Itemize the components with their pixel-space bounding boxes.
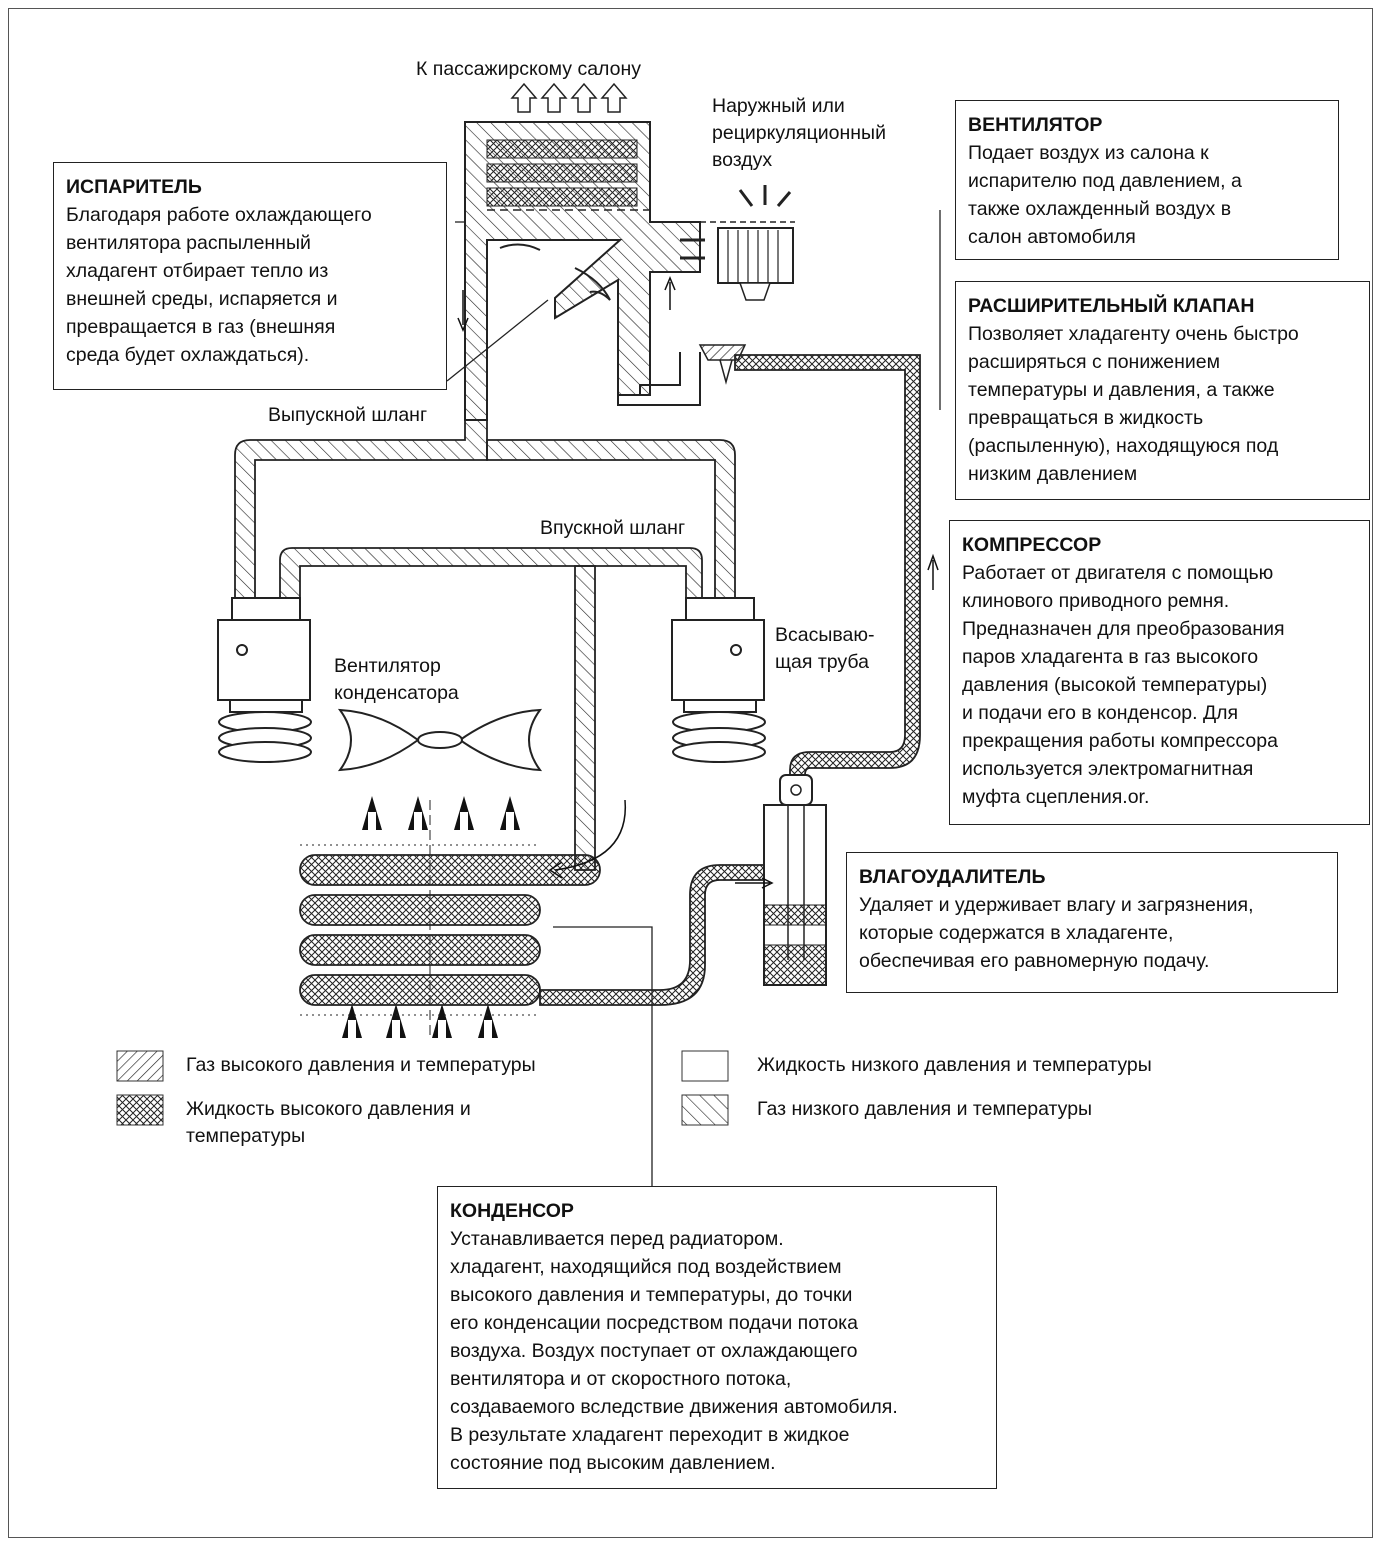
evaporator-unit — [464, 121, 701, 421]
expansion-valve-callout: РАСШИРИТЕЛЬНЫЙ КЛАПАН Позволяет хладаген… — [955, 281, 1370, 500]
compressor-callout: КОМПРЕССОР Работает от двигателя с помощ… — [949, 520, 1370, 825]
expansion-valve-description: Позволяет хладагенту очень быстро расшир… — [968, 323, 1299, 485]
high-pressure-liquid-line — [539, 354, 921, 1006]
legend-lp-gas: Газ низкого давления и температуры — [757, 1098, 1093, 1120]
blower-callout: ВЕНТИЛЯТОР Подает воздух из салона к исп… — [955, 100, 1339, 260]
evaporator-callout: ИСПАРИТЕЛЬ Благодаря работе охлаждающего… — [53, 162, 447, 390]
diagram-frame — [8, 8, 1373, 1538]
expansion-valve — [617, 344, 747, 406]
to-cabin-label: К пассажирскому салону — [416, 58, 642, 80]
receiver-drier-title: ВЛАГОУДАЛИТЕЛЬ — [859, 866, 1046, 888]
receiver-drier-description: Удаляет и удерживает влагу и загрязнения… — [859, 894, 1254, 972]
intake-hose-label: Впускной шланг — [540, 517, 686, 539]
compressor-right — [671, 597, 766, 763]
blower-description: Подает воздух из салона к испарителю под… — [968, 142, 1242, 248]
discharge-hose-label: Выпускной шланг — [268, 404, 428, 426]
suction-pipe-label: Всасываю- щая труба — [775, 624, 875, 673]
evaporator-title: ИСПАРИТЕЛЬ — [66, 176, 202, 198]
legend-lp-liquid: Жидкость низкого давления и температуры — [757, 1054, 1152, 1076]
intake-hose — [279, 547, 703, 871]
condenser-description: Устанавливается перед радиатором. хладаг… — [450, 1228, 898, 1474]
legend-hp-gas: Газ высокого давления и температуры — [186, 1054, 536, 1076]
evaporator-description: Благодаря работе охлаждающего вентилятор… — [66, 204, 372, 366]
condenser-fan — [337, 708, 543, 772]
flow-arrows — [457, 276, 939, 889]
outside-air-label: Наружный или рециркуляционный воздух — [712, 95, 886, 171]
receiver-drier — [763, 774, 827, 986]
high-pressure-gas-line — [234, 419, 736, 601]
leader-lines — [446, 210, 941, 1186]
compressor-title: КОМПРЕССОР — [962, 534, 1102, 556]
condenser-fan-label: Вентилятор конденсатора — [334, 655, 459, 704]
condenser-title: КОНДЕНСОР — [450, 1200, 574, 1222]
condenser-callout: КОНДЕНСОР Устанавливается перед радиатор… — [437, 1186, 997, 1489]
expansion-valve-title: РАСШИРИТЕЛЬНЫЙ КЛАПАН — [968, 295, 1255, 317]
compressor-description: Работает от двигателя с помощью клиновог… — [962, 562, 1285, 808]
legend-hp-liquid: Жидкость высокого давления и температуры — [186, 1098, 471, 1147]
condenser-coil — [299, 800, 601, 1040]
airflow-arrows — [342, 796, 520, 1038]
to-cabin-arrows — [510, 82, 628, 113]
compressor-left — [217, 597, 312, 763]
receiver-drier-callout: ВЛАГОУДАЛИТЕЛЬ Удаляет и удерживает влаг… — [846, 852, 1338, 993]
blower-fan — [680, 185, 795, 301]
blower-title: ВЕНТИЛЯТОР — [968, 114, 1103, 136]
